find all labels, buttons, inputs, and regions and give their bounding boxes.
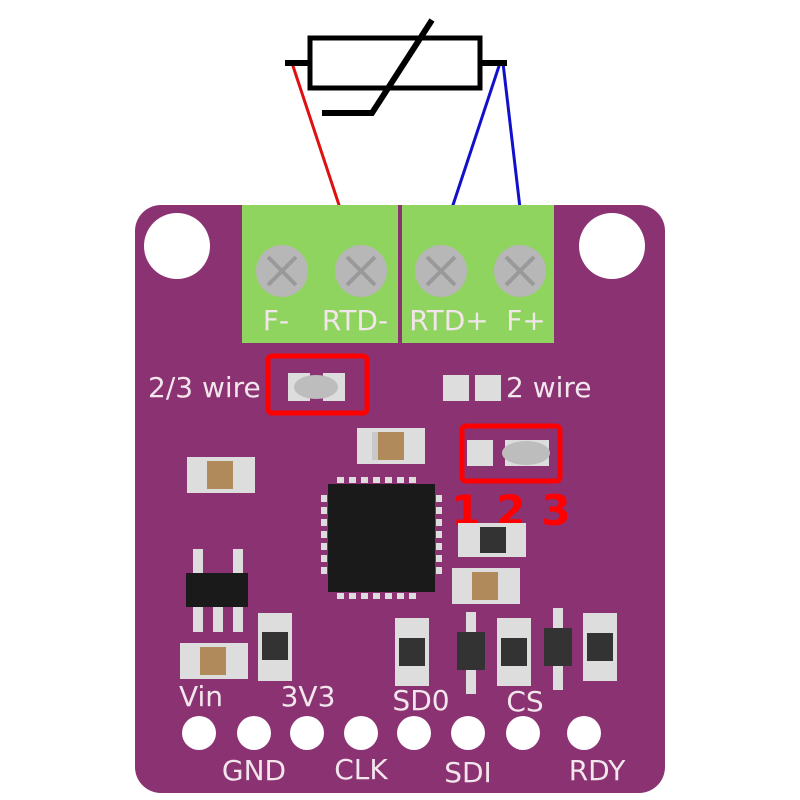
jumper-highlight-right	[459, 423, 563, 484]
jumper-highlight-left	[265, 353, 370, 416]
screw-terminal-icon[interactable]	[335, 245, 387, 297]
resistor	[583, 613, 617, 681]
resistor	[458, 523, 526, 557]
mounting-hole-icon	[579, 213, 645, 279]
header-pin-sd0[interactable]	[397, 716, 431, 750]
solder-bridge	[294, 375, 338, 399]
mounting-hole-icon	[144, 213, 210, 279]
jumper-number: 3	[541, 486, 570, 535]
thermistor-symbol-icon	[285, 18, 507, 116]
header-pin-cs[interactable]	[506, 716, 540, 750]
pin-label-clk: CLK	[334, 753, 388, 786]
red-wire	[290, 62, 342, 209]
capacitor	[187, 457, 255, 493]
header-pin-clk[interactable]	[344, 716, 378, 750]
capacitor	[452, 568, 520, 604]
screw-terminal-icon[interactable]	[256, 245, 308, 297]
pin-label-sdi: SDI	[444, 756, 492, 789]
jumper-label-2-3-wire: 2/3 wire	[148, 371, 261, 404]
blue-wire-2	[501, 62, 522, 209]
max31865-ic	[321, 477, 442, 599]
pin-label-rdy: RDY	[569, 754, 626, 787]
header-pin-3v3[interactable]	[290, 716, 324, 750]
screw-terminal-icon[interactable]	[415, 245, 467, 297]
pin-label-cs: CS	[506, 685, 543, 718]
diode	[457, 612, 485, 694]
header-pin-gnd[interactable]	[237, 716, 271, 750]
capacitor	[357, 428, 425, 464]
header-pin-sdi[interactable]	[451, 716, 485, 750]
voltage-regulator	[186, 549, 248, 632]
resistor	[395, 618, 429, 686]
jumper-label-2-wire: 2 wire	[506, 371, 592, 404]
solder-bridge	[502, 441, 550, 465]
blue-wire-1	[450, 62, 502, 209]
jumper-pad	[443, 375, 469, 401]
diode	[544, 608, 572, 690]
pin-label-gnd: GND	[222, 754, 286, 787]
jumper-pad	[467, 440, 493, 466]
jumper-pad	[475, 375, 501, 401]
pin-label-sd0: SD0	[392, 684, 449, 717]
terminal-label-rtd-plus: RTD+	[409, 304, 489, 337]
resistor	[258, 613, 292, 681]
terminal-label-f-plus: F+	[506, 304, 546, 337]
resistor	[497, 618, 531, 686]
header-pin-rdy[interactable]	[567, 716, 601, 750]
pin-label-3v3: 3V3	[281, 680, 336, 713]
capacitor	[180, 643, 248, 679]
terminal-label-rtd-minus: RTD-	[322, 304, 388, 337]
screw-terminal-icon[interactable]	[494, 245, 546, 297]
terminal-label-f-minus: F-	[263, 304, 289, 337]
header-pin-vin[interactable]	[182, 716, 216, 750]
pin-label-vin: Vin	[179, 680, 223, 713]
